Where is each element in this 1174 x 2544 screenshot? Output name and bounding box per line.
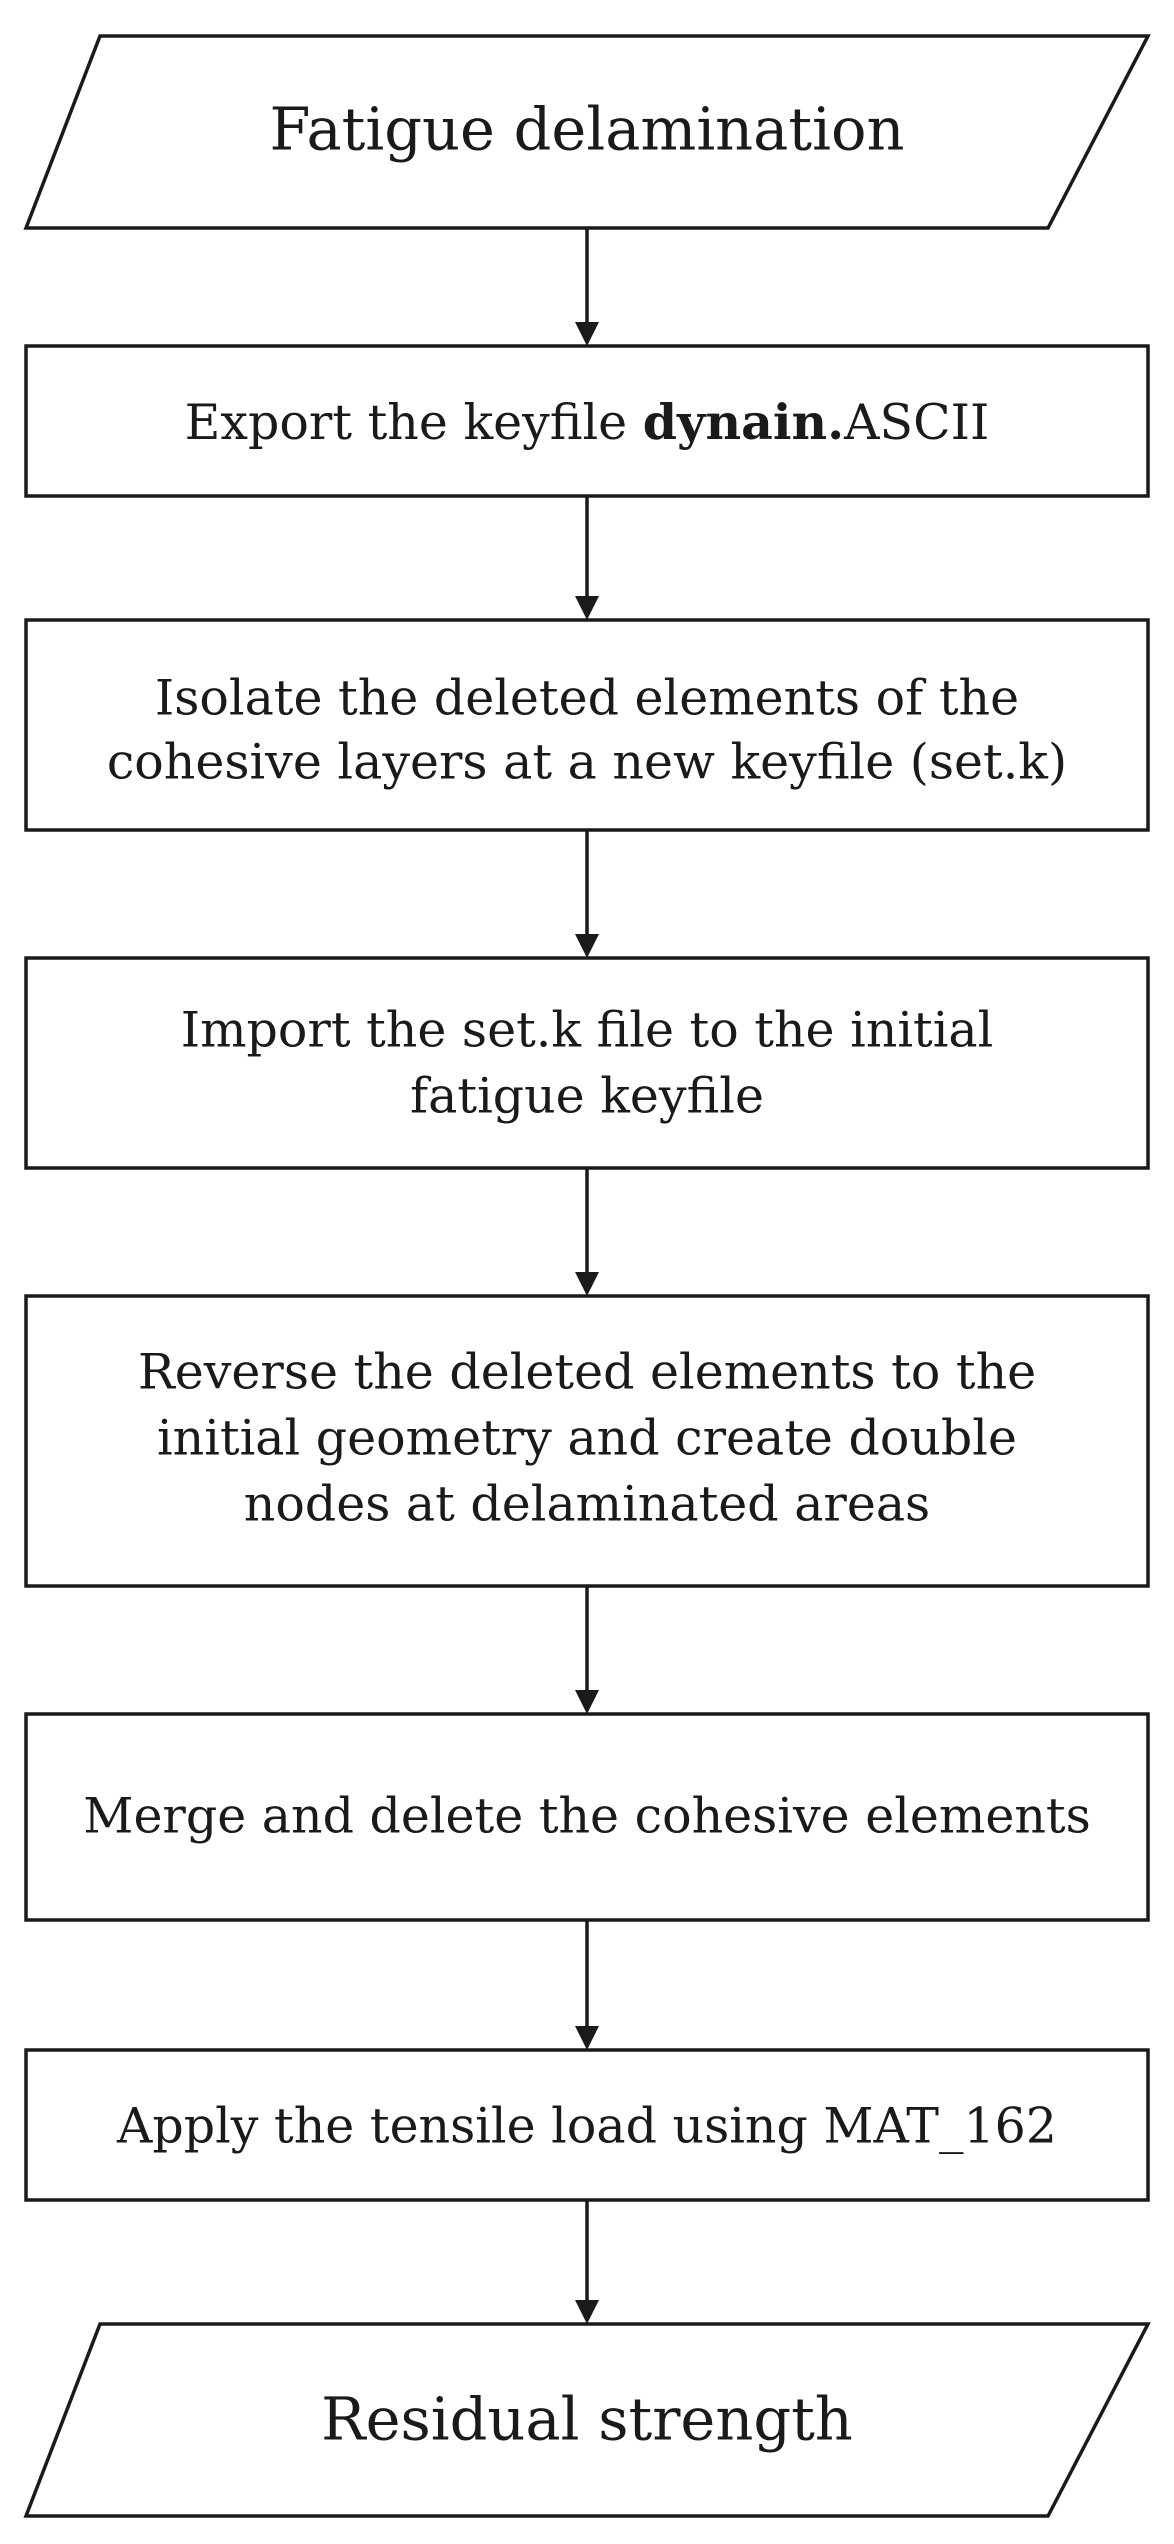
- start-node: Fatigue delamination: [23, 34, 1151, 230]
- step-isolate: Isolate the deleted elements of the cohe…: [24, 618, 1150, 832]
- step-export-label: Export the keyfile dynain.ASCII: [185, 393, 990, 451]
- step-isolate-box: [24, 618, 1150, 832]
- step-export-text-2: ASCII: [843, 394, 989, 451]
- arrow-apply-to-end: [575, 2200, 599, 2324]
- step-import-box: [24, 956, 1150, 1170]
- step-isolate-line-1: Isolate the deleted elements of the: [155, 670, 1019, 727]
- step-reverse: Reverse the deleted elements to the init…: [24, 1294, 1150, 1588]
- step-merge-box: [24, 1712, 1150, 1922]
- step-reverse-line-1: Reverse the deleted elements to the: [138, 1344, 1036, 1401]
- arrow-import-to-reverse: [575, 1168, 599, 1296]
- end-node: Residual strength: [23, 2322, 1151, 2518]
- step-export-text-1: Export the keyfile: [185, 394, 643, 451]
- end-label: Residual strength: [321, 2385, 853, 2454]
- start-parallelogram: [23, 34, 1151, 230]
- step-reverse-line-3: nodes at delaminated areas: [244, 1476, 930, 1533]
- step-reverse-box: [24, 1294, 1150, 1588]
- step-import-line-2: fatigue keyfile: [410, 1068, 764, 1125]
- step-apply: Apply the tensile load using MAT_162: [24, 2048, 1150, 2202]
- step-merge-line-1: Merge and delete the cohesive elements: [83, 1788, 1090, 1845]
- step-apply-line-1: Apply the tensile load using MAT_162: [116, 2098, 1057, 2155]
- arrow-start-to-export: [575, 228, 599, 346]
- arrow-isolate-to-import: [575, 830, 599, 958]
- start-label: Fatigue delamination: [270, 95, 905, 164]
- step-export: Export the keyfile dynain.ASCII: [24, 344, 1150, 498]
- step-export-filename: dynain.: [643, 393, 844, 451]
- step-import-line-1: Import the set.k file to the initial: [181, 1002, 994, 1059]
- arrow-export-to-isolate: [575, 496, 599, 620]
- step-import: Import the set.k file to the initial fat…: [24, 956, 1150, 1170]
- step-reverse-line-2: initial geometry and create double: [157, 1410, 1017, 1467]
- step-export-box: [24, 344, 1150, 498]
- arrow-reverse-to-merge: [575, 1586, 599, 1714]
- step-isolate-line-2: cohesive layers at a new keyfile (set.k): [107, 734, 1067, 791]
- end-parallelogram: [23, 2322, 1151, 2518]
- arrow-merge-to-apply: [575, 1920, 599, 2050]
- step-merge: Merge and delete the cohesive elements: [24, 1712, 1150, 1922]
